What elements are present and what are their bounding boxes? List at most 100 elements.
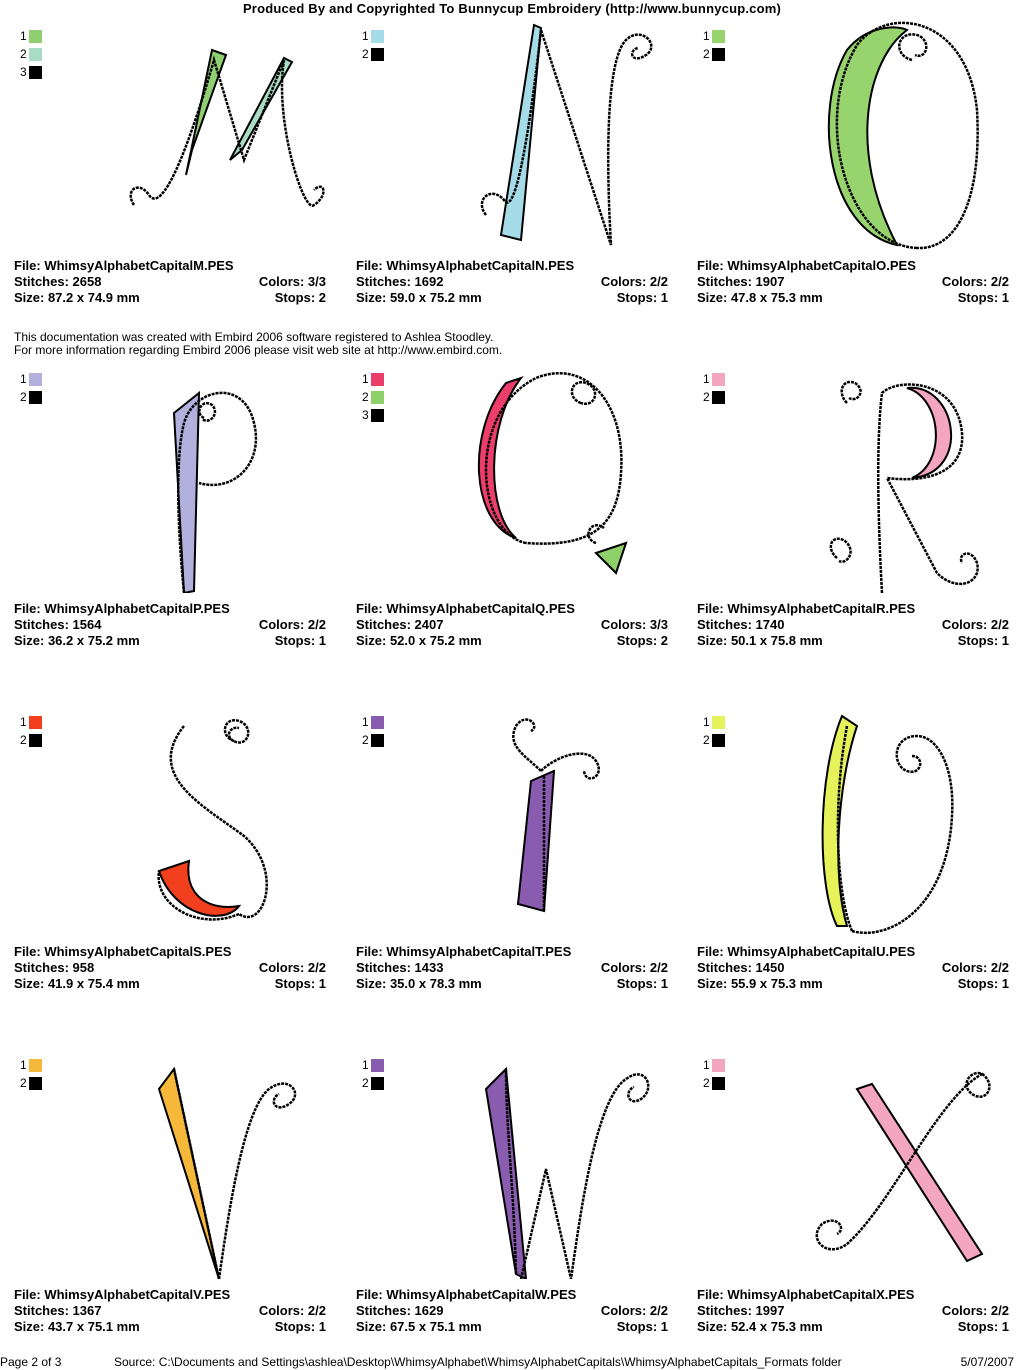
stitches-colors-right: Colors: 2/2	[258, 617, 326, 632]
stitches-colors-left: Stitches: 1367	[14, 1303, 102, 1318]
size-stops-right: Stops: 1	[957, 290, 1009, 305]
file-name: File: WhimsyAlphabetCapitalQ.PES	[356, 601, 668, 617]
color-swatch: 1	[362, 1056, 384, 1074]
stitches-colors-left: Stitches: 1740	[697, 617, 785, 632]
swatch-color-box	[29, 65, 42, 79]
size-stops-left: Size: 55.9 x 75.3 mm	[697, 976, 823, 991]
color-swatch: 2	[20, 731, 42, 749]
size-stops-left: Size: 59.0 x 75.2 mm	[356, 290, 482, 305]
swatch-color-box	[29, 390, 42, 404]
swatch-number: 2	[362, 390, 369, 404]
file-name: File: WhimsyAlphabetCapitalV.PES	[14, 1287, 326, 1303]
size-stops-right: Stops: 1	[957, 1319, 1009, 1334]
swatch-number: 2	[703, 390, 710, 404]
swatch-color-box	[29, 47, 42, 61]
ribbon-stroke	[855, 1082, 984, 1263]
swatch-color-box	[712, 372, 725, 386]
swatch-color-box	[371, 715, 384, 729]
ribbon-stroke	[229, 56, 294, 161]
letter-u-artwork	[821, 714, 954, 935]
file-name-left: File: WhimsyAlphabetCapitalM.PES	[14, 258, 234, 273]
file-name: File: WhimsyAlphabetCapitalS.PES	[14, 944, 326, 960]
stitches-colors-left: Stitches: 958	[14, 960, 95, 975]
size-stops-left: Size: 87.2 x 74.9 mm	[14, 290, 140, 305]
stitches-colors-right: Colors: 2/2	[941, 274, 1009, 289]
letter-t-artwork	[512, 718, 600, 913]
letter-x-artwork	[815, 1071, 991, 1263]
file-name-left: File: WhimsyAlphabetCapitalN.PES	[356, 258, 575, 273]
color-swatch: 1	[703, 713, 725, 731]
stitches-colors-left: Stitches: 1692	[356, 274, 444, 289]
swatch-color-box	[371, 29, 384, 43]
size-stops: Size: 59.0 x 75.2 mm Stops: 1	[356, 290, 668, 306]
size-stops-left: Size: 50.1 x 75.8 mm	[697, 633, 823, 648]
color-swatch: 1	[362, 27, 384, 45]
outline-stroke	[835, 21, 979, 250]
color-swatch: 2	[362, 388, 384, 406]
color-swatch: 3	[20, 63, 42, 81]
stitches-colors-left: Stitches: 1433	[356, 960, 444, 975]
color-swatch: 1	[20, 1056, 42, 1074]
letter-n-artwork	[480, 23, 653, 246]
letter-w-artwork	[484, 1066, 650, 1279]
swatch-color-box	[29, 733, 42, 747]
letter-m-artwork	[129, 48, 325, 207]
file-name-left: File: WhimsyAlphabetCapitalP.PES	[14, 601, 230, 616]
outline-stroke	[512, 718, 600, 911]
stitches-colors-left: Stitches: 1564	[14, 617, 102, 632]
swatch-color-box	[712, 1076, 725, 1090]
stitches-colors: Stitches: 1564 Colors: 2/2	[14, 617, 326, 633]
file-name-left: File: WhimsyAlphabetCapitalU.PES	[697, 944, 916, 959]
file-name-left: File: WhimsyAlphabetCapitalO.PES	[697, 258, 916, 273]
stitches-colors-right: Colors: 2/2	[258, 1303, 326, 1318]
software-note-line-2: For more information regarding Embird 20…	[14, 343, 503, 357]
stitches-colors-left: Stitches: 1997	[697, 1303, 785, 1318]
stitches-colors-left: Stitches: 1450	[697, 960, 785, 975]
outline-stroke	[172, 1068, 297, 1279]
swatch-color-box	[371, 733, 384, 747]
color-swatch: 1	[703, 27, 725, 45]
swatch-color-box	[712, 390, 725, 404]
software-note-line-1: This documentation was created with Embi…	[14, 330, 494, 344]
swatch-color-box	[371, 390, 384, 404]
print-date: 5/07/2007	[960, 1355, 1014, 1369]
size-stops-left: Size: 43.7 x 75.1 mm	[14, 1319, 140, 1334]
outline-stroke	[480, 29, 653, 246]
letter-p-artwork	[172, 390, 258, 593]
letter-q-artwork	[477, 372, 628, 575]
swatch-number: 2	[20, 390, 27, 404]
file-name: File: WhimsyAlphabetCapitalP.PES	[14, 601, 326, 617]
color-swatch: 1	[20, 713, 42, 731]
ribbon-stroke	[516, 769, 556, 913]
file-name-left: File: WhimsyAlphabetCapitalX.PES	[697, 1287, 915, 1302]
ribbon-stroke	[821, 714, 859, 927]
size-stops-right: Stops: 1	[957, 633, 1009, 648]
swatch-color-box	[29, 29, 42, 43]
size-stops-right: Stops: 1	[616, 290, 668, 305]
file-name: File: WhimsyAlphabetCapitalO.PES	[697, 258, 1009, 274]
swatch-number: 1	[362, 715, 369, 729]
stitches-colors-right: Colors: 2/2	[941, 1303, 1009, 1318]
